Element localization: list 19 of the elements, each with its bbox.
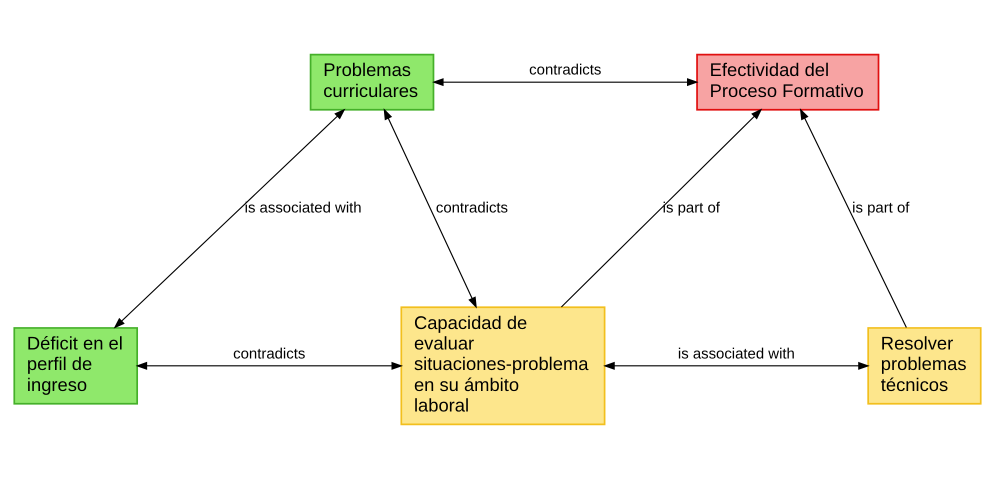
arrow bbox=[560, 108, 762, 307]
node-box: Problemas curriculares bbox=[309, 53, 434, 110]
edge-label: contradicts bbox=[528, 61, 601, 78]
node-box: Resolver problemas técnicos bbox=[866, 326, 982, 404]
arrow bbox=[135, 361, 402, 370]
arrow bbox=[799, 108, 906, 328]
edge-label: is part of bbox=[662, 198, 720, 216]
arrow bbox=[602, 361, 870, 370]
node-box: Déficit en el perfil de ingreso bbox=[12, 326, 138, 404]
edge-label: is associated with bbox=[244, 198, 362, 216]
arrow bbox=[113, 108, 345, 328]
node-box: Efectividad del Proceso Formativo bbox=[696, 53, 879, 110]
edge-label: contradicts bbox=[232, 344, 305, 362]
arrow bbox=[432, 78, 698, 86]
node-box: Capacidad de evaluar situaciones-problema en su ámbito laboral bbox=[400, 306, 605, 425]
edge-label: is part of bbox=[852, 198, 909, 216]
edge-label: is associated with bbox=[677, 344, 794, 362]
edge-label: contradicts bbox=[435, 198, 508, 216]
arrow bbox=[383, 108, 476, 308]
